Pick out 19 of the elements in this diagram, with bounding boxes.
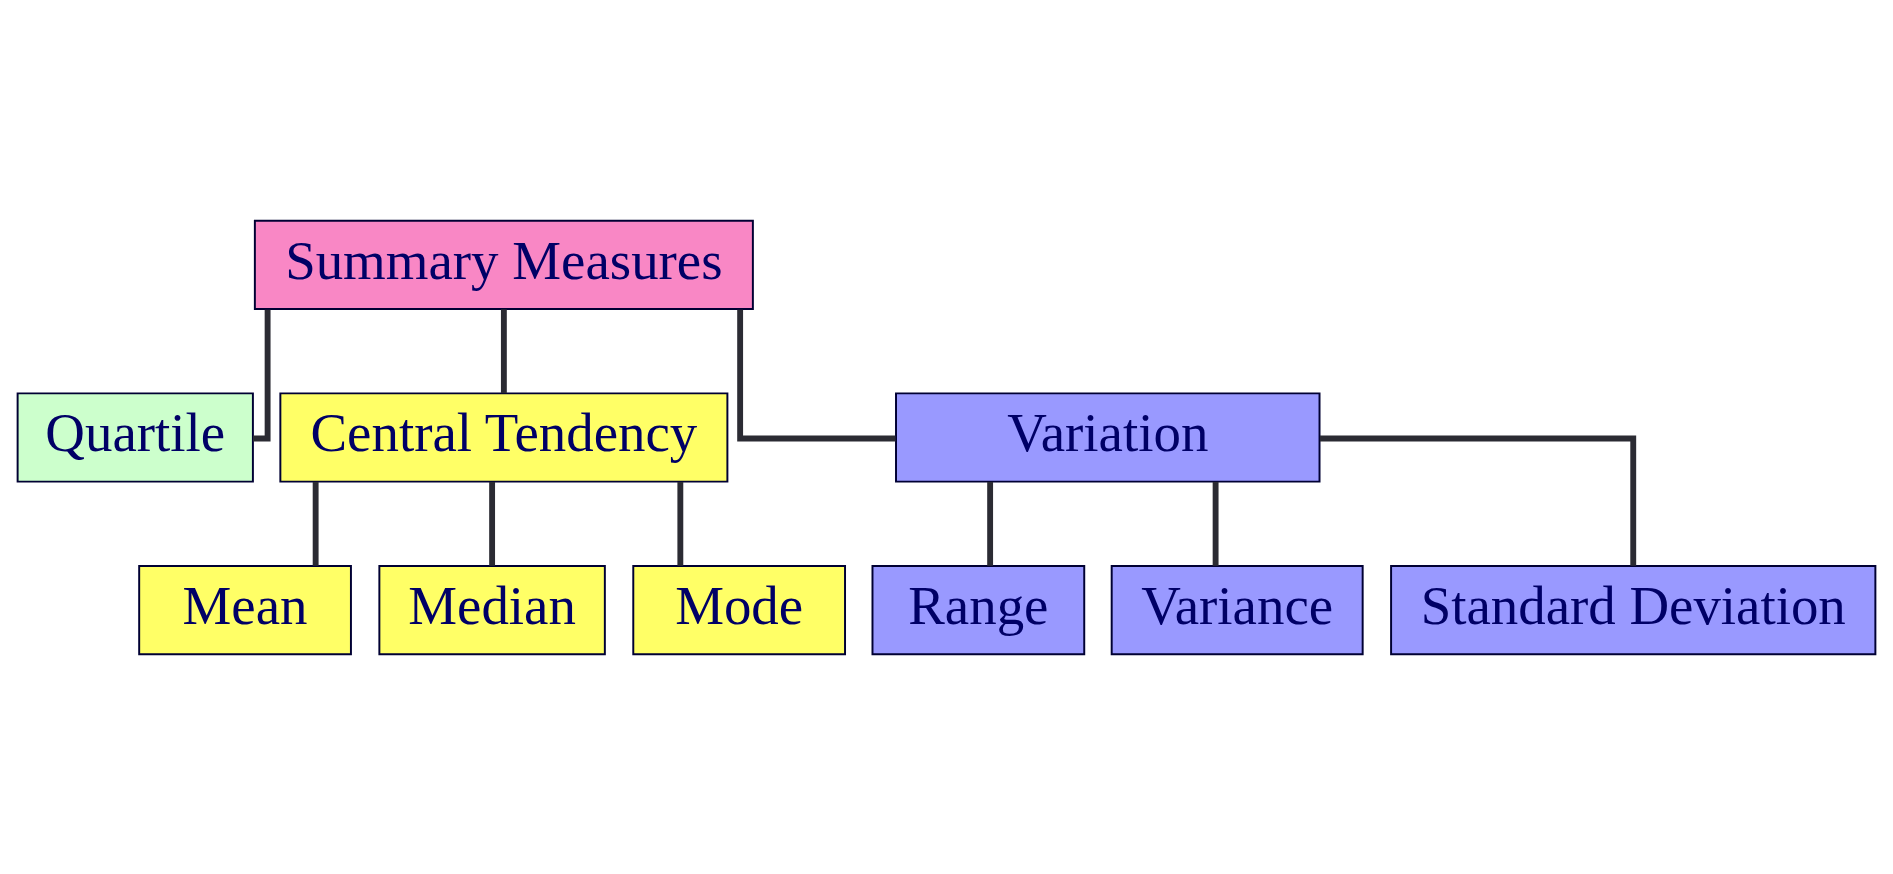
node-box: Range — [871, 564, 1086, 655]
node-box: Mode — [632, 564, 846, 655]
node-box: Central Tendency — [279, 391, 729, 483]
connector — [312, 481, 319, 566]
node-box: Mean — [138, 564, 352, 655]
node-box: Variance — [1110, 564, 1364, 655]
node-box: Summary Measures — [253, 219, 754, 310]
connector — [1319, 435, 1637, 566]
connector — [1212, 481, 1219, 566]
node-box: Standard Deviation — [1390, 564, 1877, 655]
node-box: Quartile — [16, 391, 254, 483]
connector — [677, 481, 684, 566]
connector — [252, 309, 271, 441]
node-box: Median — [378, 564, 606, 655]
connector — [489, 481, 496, 566]
connector — [987, 481, 994, 566]
node-box: Variation — [895, 391, 1321, 483]
connector — [737, 309, 896, 441]
connector — [500, 308, 507, 393]
